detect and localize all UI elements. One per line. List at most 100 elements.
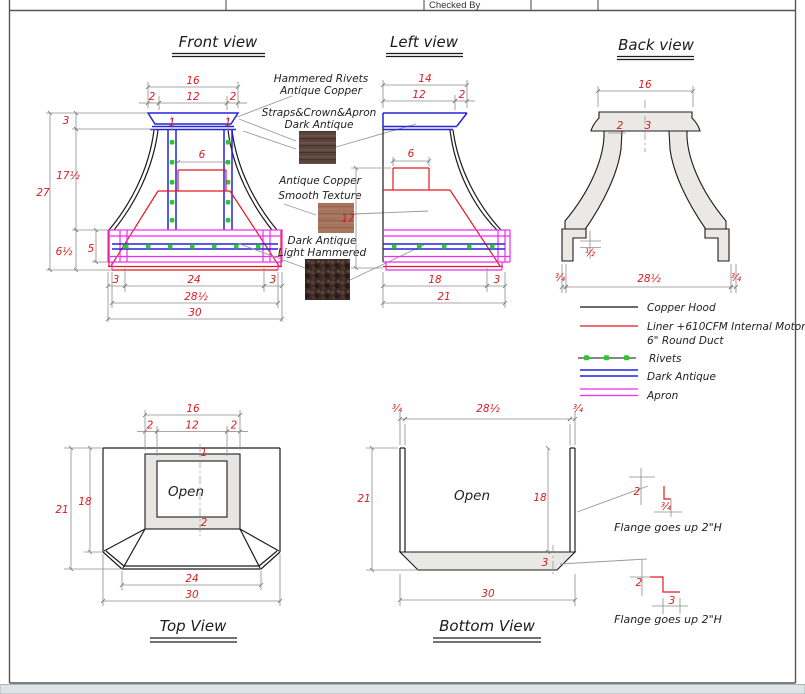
front-crown — [146, 112, 240, 131]
back-dims: 16 2 3 ½ ¾ 28½ ¾ — [555, 79, 742, 293]
title-block: Checked By — [225, 0, 599, 11]
svg-text:6: 6 — [408, 148, 415, 160]
svg-text:18: 18 — [78, 496, 92, 508]
svg-text:2: 2 — [231, 420, 238, 432]
svg-text:5: 5 — [88, 243, 95, 255]
material-annotations: Hammered Rivets Antique Copper Straps&Cr… — [236, 73, 429, 300]
svg-text:12: 12 — [186, 91, 200, 103]
top-view-title: Top View — [160, 617, 227, 635]
svg-text:28½: 28½ — [637, 273, 661, 285]
svg-text:3: 3 — [113, 274, 120, 286]
svg-text:17½: 17½ — [56, 170, 80, 182]
svg-text:28½: 28½ — [184, 291, 208, 303]
svg-text:¾: ¾ — [392, 403, 403, 415]
front-liner — [108, 169, 282, 271]
flange-note-1: Flange goes up 2"H — [614, 521, 722, 534]
svg-text:12: 12 — [185, 420, 199, 432]
svg-text:27: 27 — [36, 187, 50, 199]
svg-text:2: 2 — [636, 577, 643, 589]
svg-text:2: 2 — [149, 91, 156, 103]
svg-text:21: 21 — [357, 493, 370, 505]
legend: Copper Hood Liner +610CFM Internal Motor… — [578, 302, 805, 402]
svg-text:16: 16 — [186, 403, 200, 415]
svg-text:2: 2 — [459, 89, 466, 101]
bottom-view: Open ¾ 28½ ¾ 21 18 3 30 Bottom View — [357, 403, 649, 643]
left-hood-body — [382, 129, 502, 262]
left-view-title: Left view — [390, 33, 459, 51]
bottom-outline — [398, 447, 577, 576]
svg-text:30: 30 — [188, 307, 202, 319]
legend-liner-1: Liner +610CFM Internal Motor — [647, 321, 805, 333]
strap-rivets — [169, 140, 231, 223]
svg-text:14: 14 — [418, 73, 431, 85]
left-crown — [382, 112, 468, 131]
svg-text:¾: ¾ — [731, 272, 742, 284]
svg-text:3: 3 — [494, 274, 501, 286]
front-dims: 16 2 12 2 3 17½ 27 6½ 5 — [36, 75, 285, 322]
flange-detail-1: 2 ¾ Flange goes up 2"H — [614, 468, 722, 534]
svg-text:18: 18 — [533, 492, 547, 504]
legend-rivets: Rivets — [649, 353, 682, 365]
legend-liner-2: 6" Round Duct — [647, 335, 724, 347]
svg-text:¾: ¾ — [573, 403, 584, 415]
bottom-open-label: Open — [454, 488, 490, 504]
flange-detail-2: 2 3 Flange goes up 2"H — [614, 560, 722, 626]
legend-copper-hood: Copper Hood — [647, 302, 716, 314]
svg-text:¾: ¾ — [661, 501, 672, 513]
svg-text:2: 2 — [617, 120, 624, 132]
left-view: Left view — [341, 33, 511, 308]
svg-text:24: 24 — [185, 573, 198, 585]
svg-text:2: 2 — [147, 420, 154, 432]
svg-text:21: 21 — [437, 291, 450, 303]
svg-text:3: 3 — [270, 274, 277, 286]
svg-text:2: 2 — [634, 486, 641, 498]
svg-text:1: 1 — [225, 117, 232, 129]
swatch-smooth-copper — [318, 203, 354, 233]
top-outline — [102, 444, 281, 570]
annotation-copper-1: Antique Copper — [278, 175, 362, 187]
top-dims: 16 2 12 2 1 2 18 21 24 — [55, 403, 283, 606]
left-apron-rivets — [392, 244, 495, 249]
front-view-title: Front view — [179, 33, 258, 51]
svg-text:3: 3 — [542, 557, 549, 569]
svg-text:3: 3 — [645, 120, 652, 132]
back-view: Back view 16 2 3 ½ — [555, 36, 742, 293]
svg-text:16: 16 — [638, 79, 652, 91]
svg-text:18: 18 — [428, 274, 442, 286]
legend-apron: Apron — [646, 390, 678, 402]
annotation-rivets-1: Hammered Rivets — [274, 73, 369, 85]
svg-text:3: 3 — [669, 595, 676, 607]
svg-text:16: 16 — [186, 75, 200, 87]
back-view-title: Back view — [618, 36, 694, 54]
svg-text:¾: ¾ — [555, 272, 566, 284]
front-straps — [167, 130, 233, 230]
bottom-dims: ¾ 28½ ¾ 21 18 3 30 — [357, 403, 649, 606]
svg-text:6: 6 — [199, 149, 206, 161]
svg-text:3: 3 — [63, 115, 70, 127]
svg-text:6½: 6½ — [56, 246, 73, 258]
front-view: Front view — [36, 33, 285, 322]
left-liner — [383, 167, 503, 268]
svg-text:21: 21 — [55, 504, 68, 516]
flange-note-2: Flange goes up 2"H — [614, 613, 722, 626]
annotation-hammered-1: Dark Antique — [288, 235, 357, 247]
front-apron — [107, 229, 283, 270]
svg-text:2: 2 — [201, 517, 208, 529]
svg-text:30: 30 — [481, 588, 495, 600]
top-open-label: Open — [168, 484, 204, 500]
annotation-hammered-2: Light Hammered — [278, 247, 367, 259]
front-hood-body — [108, 129, 278, 231]
annotation-straps-2: Dark Antique — [285, 119, 354, 131]
apron-rivets — [124, 244, 261, 249]
swatch-light-hammered — [305, 259, 350, 300]
swatch-dark-antique — [299, 131, 336, 164]
left-apron — [383, 229, 511, 271]
top-view: Open 16 2 12 2 1 2 18 21 — [55, 403, 283, 643]
svg-text:24: 24 — [187, 274, 200, 286]
checked-by-label: Checked By — [429, 0, 480, 11]
left-dims: 14 12 2 6 17 18 3 21 — [341, 73, 508, 308]
svg-text:1: 1 — [201, 447, 208, 459]
svg-text:28½: 28½ — [476, 403, 500, 415]
